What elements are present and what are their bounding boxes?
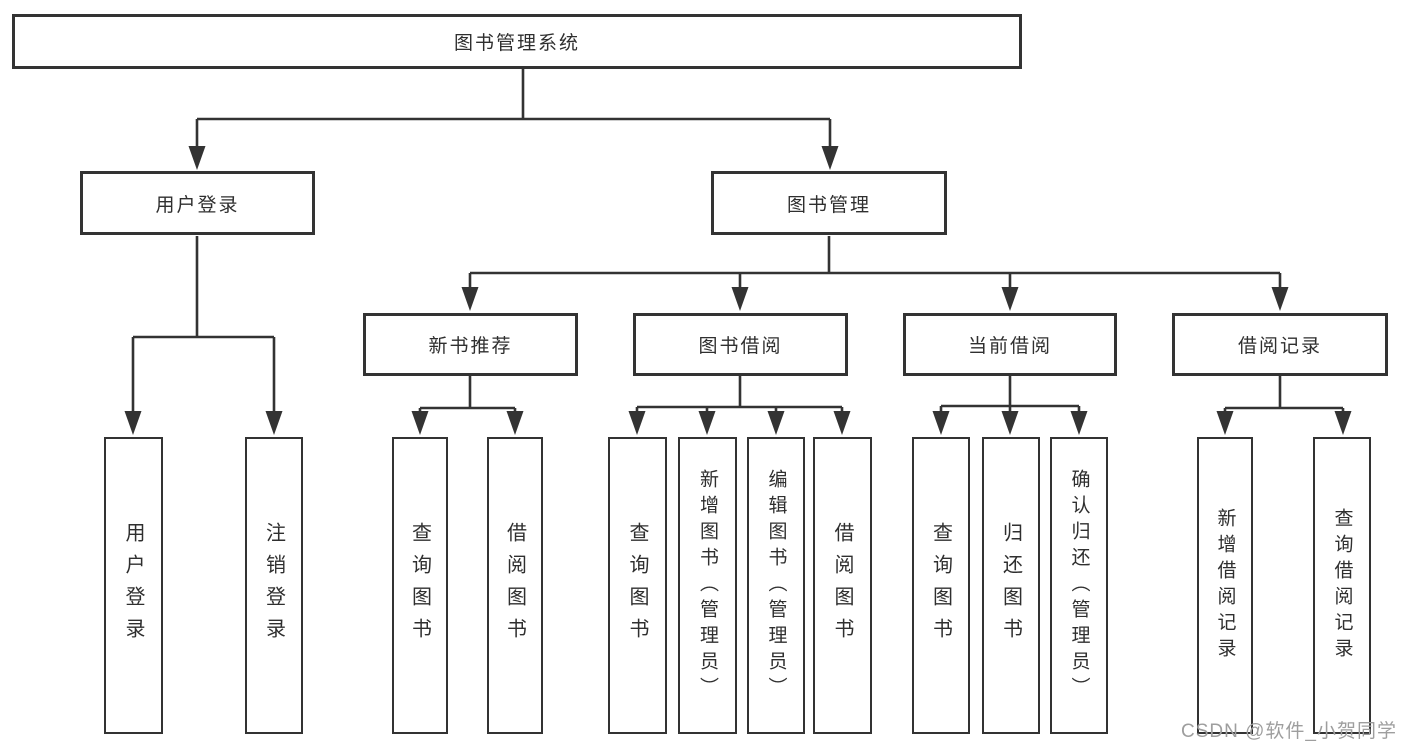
- leaf-add-book-admin: 新增图书（管理员）: [678, 437, 737, 734]
- connector-bookmgmt-to-level3: [468, 236, 1282, 288]
- leaf-query-book-current: 查询图书: [912, 437, 970, 734]
- node-label: 借阅记录: [1237, 336, 1322, 357]
- leaf-user-login: 用户登录: [104, 437, 163, 734]
- node-label: 当前借阅: [967, 336, 1052, 357]
- node-book-borrowing: 图书借阅: [633, 313, 848, 376]
- leaf-confirm-return-admin: 确认归还（管理员）: [1050, 437, 1108, 734]
- leaf-borrow-book-rec: 借阅图书: [487, 437, 543, 734]
- node-book-management-branch: 图书管理: [711, 171, 947, 235]
- connector-borrowrecords-to-leaves: [1223, 376, 1345, 412]
- node-label: 归还图书: [999, 521, 1022, 650]
- leaf-add-borrow-record: 新增借阅记录: [1197, 437, 1253, 734]
- node-label: 查询图书: [626, 521, 648, 650]
- node-label: 新书推荐: [428, 336, 513, 357]
- node-label: 查询借阅记录: [1331, 507, 1353, 664]
- leaf-query-book-borrow: 查询图书: [608, 437, 667, 734]
- node-label: 借阅图书: [503, 521, 526, 650]
- node-label: 新增图书（管理员）: [697, 468, 718, 703]
- watermark: CSDN @软件_小贺同学: [1181, 721, 1397, 742]
- leaf-return-book: 归还图书: [982, 437, 1040, 734]
- node-label: 用户登录: [122, 521, 144, 650]
- node-label: 查询图书: [408, 521, 431, 650]
- connector-root-to-level2: [195, 69, 832, 146]
- node-label: 图书管理: [786, 194, 871, 216]
- node-label: 确认归还（管理员）: [1068, 468, 1090, 703]
- node-current-borrowing: 当前借阅: [903, 313, 1117, 376]
- node-library-management-system: 图书管理系统: [12, 14, 1022, 69]
- arrowheads: [124, 146, 1352, 435]
- node-new-book-recommendation: 新书推荐: [363, 313, 578, 376]
- node-label: 图书管理系统: [453, 33, 580, 54]
- node-borrowing-records: 借阅记录: [1172, 313, 1388, 376]
- connector-currentborrow-to-leaves: [939, 376, 1081, 412]
- node-label: 用户登录: [155, 194, 240, 216]
- leaf-logout: 注销登录: [245, 437, 303, 734]
- node-user-login-branch: 用户登录: [80, 171, 315, 235]
- node-label: 编辑图书（管理员）: [765, 468, 787, 703]
- leaf-edit-book-admin: 编辑图书（管理员）: [747, 437, 805, 734]
- node-label: 注销登录: [262, 521, 285, 650]
- leaf-borrow-book-borrow: 借阅图书: [813, 437, 872, 734]
- node-label: 查询图书: [929, 521, 952, 650]
- leaf-query-borrow-record: 查询借阅记录: [1313, 437, 1371, 734]
- node-label: 借阅图书: [831, 521, 853, 650]
- connector-userlogin-to-leaves: [131, 236, 276, 412]
- node-label: 新增借阅记录: [1214, 507, 1236, 664]
- connector-newbookrec-to-leaves: [418, 376, 517, 412]
- node-label: 图书借阅: [698, 336, 783, 357]
- leaf-query-book-rec: 查询图书: [392, 437, 448, 734]
- connector-bookborrow-to-leaves: [635, 376, 844, 412]
